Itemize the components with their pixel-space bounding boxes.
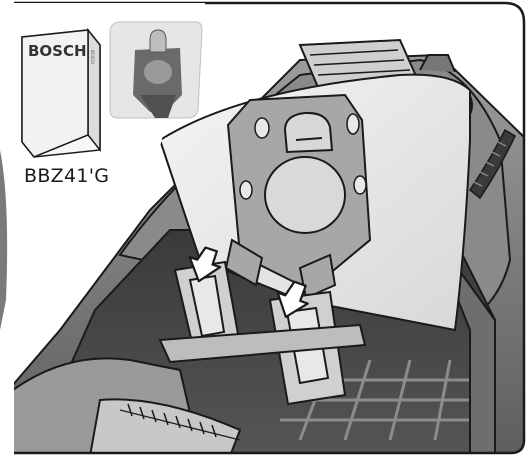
box-brand-label: BOSCH <box>28 42 87 60</box>
insert-arrow-icon <box>188 246 222 283</box>
box-side-brand-label: BOSCH <box>90 50 95 64</box>
bag-holder-guides <box>158 260 367 406</box>
filter-bag-icon <box>109 21 203 119</box>
left-edge-fragment <box>0 150 8 330</box>
lid-hinge <box>468 128 516 200</box>
frame-border <box>14 1 526 455</box>
model-number-caption: BBZ41'G <box>24 165 110 187</box>
insert-arrow-icon <box>276 280 309 319</box>
bag-box-icon: BOSCH BOSCH <box>21 27 101 158</box>
bag-holder-plate <box>224 93 372 300</box>
front-bumper <box>14 357 242 453</box>
